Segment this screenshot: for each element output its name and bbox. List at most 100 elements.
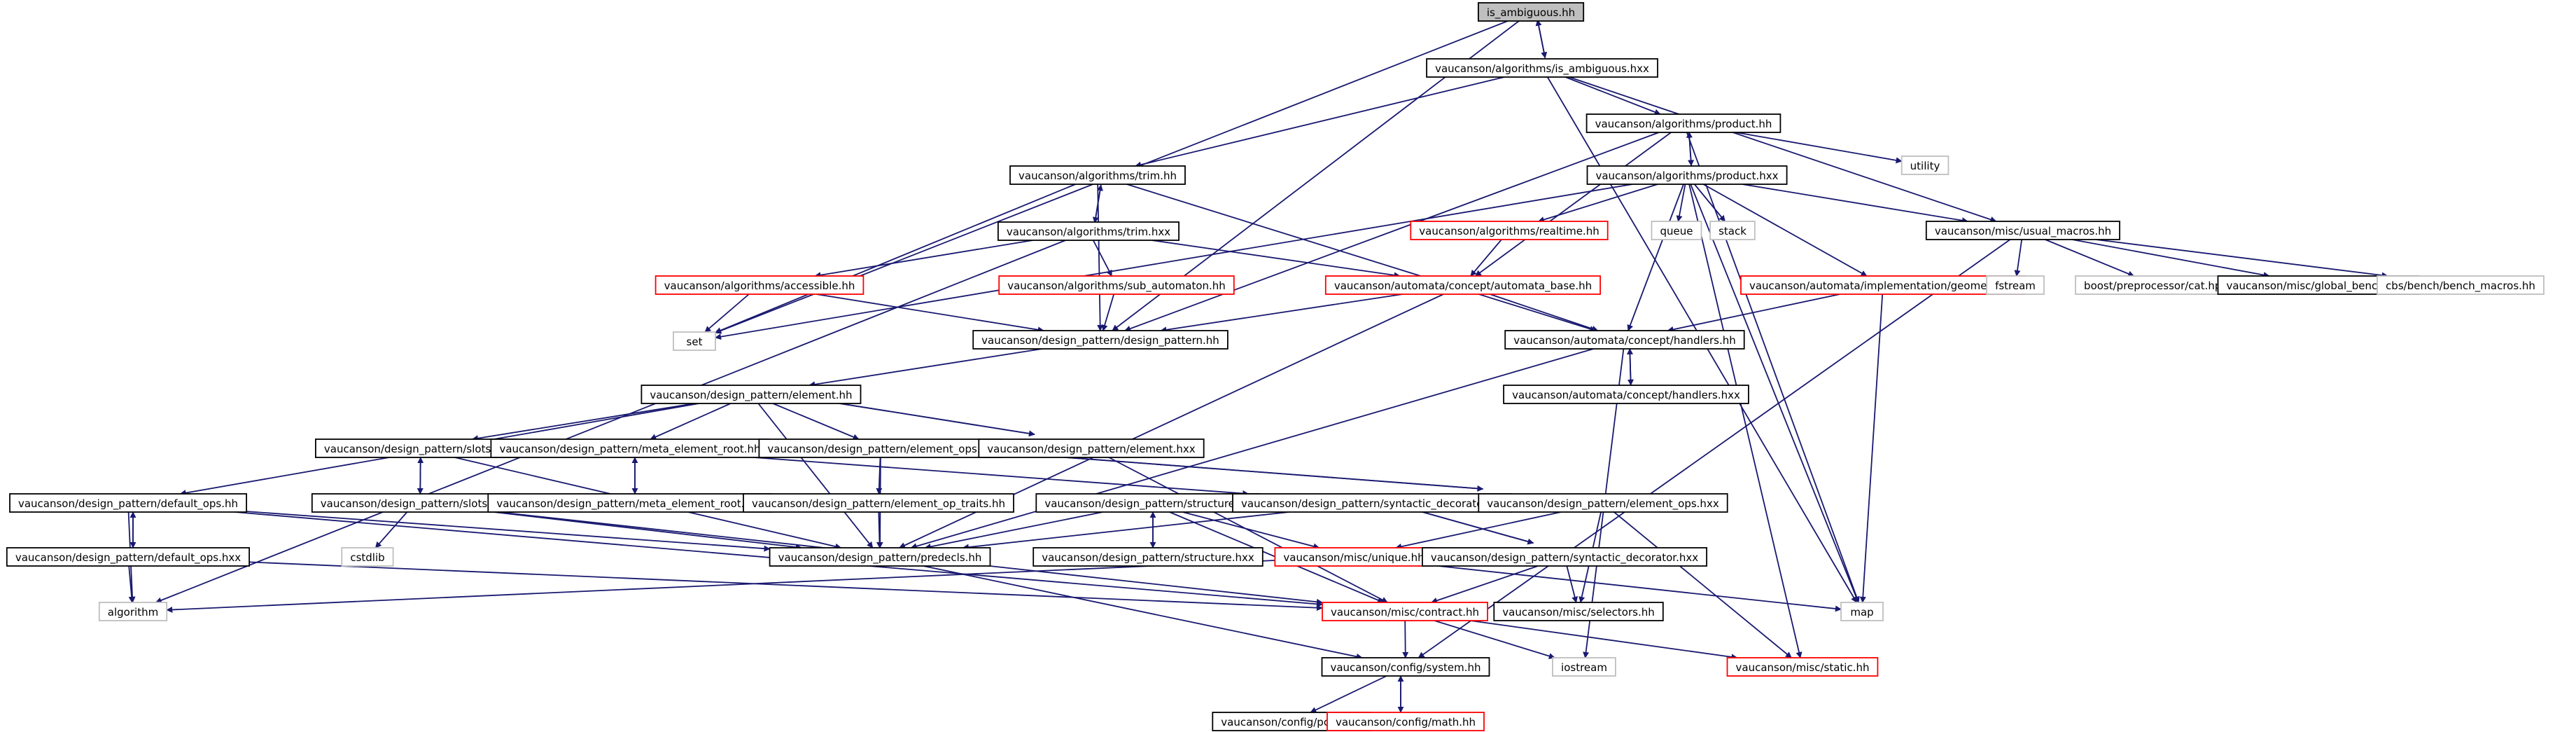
node-box-product_hh[interactable] bbox=[1586, 113, 1782, 133]
node-handlers_hxx[interactable]: vaucanson/automata/concept/handlers.hxx bbox=[1503, 385, 1749, 404]
node-box-handlers_hxx[interactable] bbox=[1503, 385, 1749, 404]
node-meta_root_hxx[interactable]: vaucanson/design_pattern/meta_element_ro… bbox=[487, 493, 773, 513]
node-trim_hxx[interactable]: vaucanson/algorithms/trim.hxx bbox=[997, 221, 1180, 241]
node-syn_dec_hh[interactable]: vaucanson/design_pattern/syntactic_decor… bbox=[1232, 493, 1512, 513]
node-element_hxx[interactable]: vaucanson/design_pattern/element.hxx bbox=[978, 438, 1205, 458]
node-box-slots_hxx[interactable] bbox=[311, 493, 519, 513]
node-box-op_traits[interactable] bbox=[743, 493, 1014, 513]
node-box-contract[interactable] bbox=[1322, 602, 1489, 621]
node-structure_hh[interactable]: vaucanson/design_pattern/structure.hh bbox=[1035, 493, 1261, 513]
node-box-element_hh[interactable] bbox=[640, 385, 862, 404]
edge-product_hxx-to-map bbox=[1690, 184, 1859, 603]
node-label-contract: vaucanson/misc/contract.hh bbox=[1331, 606, 1479, 619]
node-accessible[interactable]: vaucanson/algorithms/accessible.hh bbox=[654, 275, 864, 295]
node-box-element_hxx[interactable] bbox=[978, 438, 1205, 458]
node-box-accessible[interactable] bbox=[654, 275, 864, 295]
node-box-stack[interactable] bbox=[1709, 221, 1756, 240]
node-box-utility[interactable] bbox=[1900, 156, 1949, 175]
node-automata_base[interactable]: vaucanson/automata/concept/automata_base… bbox=[1324, 275, 1602, 295]
node-algorithm[interactable]: algorithm bbox=[98, 602, 168, 621]
node-box-map[interactable] bbox=[1840, 602, 1884, 621]
node-box-math[interactable] bbox=[1326, 712, 1485, 731]
node-product_hxx[interactable]: vaucanson/algorithms/product.hxx bbox=[1586, 165, 1788, 185]
node-utility[interactable]: utility bbox=[1900, 156, 1949, 175]
node-is_amb_hxx[interactable]: vaucanson/algorithms/is_ambiguous.hxx bbox=[1426, 58, 1658, 78]
node-usual_macros[interactable]: vaucanson/misc/usual_macros.hh bbox=[1925, 221, 2121, 240]
node-static[interactable]: vaucanson/misc/static.hh bbox=[1726, 657, 1879, 677]
node-box-meta_root_hxx[interactable] bbox=[487, 493, 773, 513]
node-box-predecls[interactable] bbox=[769, 547, 991, 567]
node-box-is_amb_hxx[interactable] bbox=[1426, 58, 1658, 78]
node-boost_cat[interactable]: boost/preprocessor/cat.hpp bbox=[2075, 275, 2237, 295]
node-box-static[interactable] bbox=[1726, 657, 1879, 677]
node-default_ops_hxx[interactable]: vaucanson/design_pattern/default_ops.hxx bbox=[6, 547, 250, 567]
node-fstream[interactable]: fstream bbox=[1986, 275, 2045, 295]
node-design_pattern_hh[interactable]: vaucanson/design_pattern/design_pattern.… bbox=[972, 330, 1228, 350]
node-box-automata_base[interactable] bbox=[1324, 275, 1602, 295]
node-box-product_hxx[interactable] bbox=[1586, 165, 1788, 185]
node-box-default_ops_hxx[interactable] bbox=[6, 547, 250, 567]
node-box-meta_root_hh[interactable] bbox=[490, 438, 770, 458]
node-box-unique[interactable] bbox=[1274, 547, 1434, 567]
node-unique[interactable]: vaucanson/misc/unique.hh bbox=[1274, 547, 1434, 567]
node-selectors[interactable]: vaucanson/misc/selectors.hh bbox=[1493, 602, 1664, 621]
node-box-handlers_hh[interactable] bbox=[1504, 330, 1745, 350]
node-box-trim_hh[interactable] bbox=[1009, 165, 1186, 185]
node-box-trim_hxx[interactable] bbox=[997, 221, 1180, 241]
node-queue[interactable]: queue bbox=[1651, 221, 1702, 240]
node-meta_root_hh[interactable]: vaucanson/design_pattern/meta_element_ro… bbox=[490, 438, 770, 458]
node-predecls[interactable]: vaucanson/design_pattern/predecls.hh bbox=[769, 547, 991, 567]
node-label-slots_hh: vaucanson/design_pattern/slots.hh bbox=[324, 443, 507, 456]
node-sub_automaton[interactable]: vaucanson/algorithms/sub_automaton.hh bbox=[998, 275, 1235, 295]
node-contract[interactable]: vaucanson/misc/contract.hh bbox=[1322, 602, 1489, 621]
node-cstdlib[interactable]: cstdlib bbox=[341, 547, 394, 567]
node-box-system[interactable] bbox=[1321, 657, 1490, 677]
node-realtime[interactable]: vaucanson/algorithms/realtime.hh bbox=[1410, 221, 1609, 240]
node-box-geometry[interactable] bbox=[1740, 275, 2026, 295]
node-slots_hxx[interactable]: vaucanson/design_pattern/slots.hxx bbox=[311, 493, 519, 513]
node-product_hh[interactable]: vaucanson/algorithms/product.hh bbox=[1586, 113, 1782, 133]
node-box-selectors[interactable] bbox=[1493, 602, 1664, 621]
node-element_ops_hh[interactable]: vaucanson/design_pattern/element_ops.hh bbox=[758, 438, 1003, 458]
node-box-iostream[interactable] bbox=[1552, 657, 1616, 677]
node-box-algorithm[interactable] bbox=[98, 602, 168, 621]
node-box-queue[interactable] bbox=[1651, 221, 1702, 240]
node-box-design_pattern_hh[interactable] bbox=[972, 330, 1228, 350]
node-handlers_hh[interactable]: vaucanson/automata/concept/handlers.hh bbox=[1504, 330, 1745, 350]
node-box-usual_macros[interactable] bbox=[1925, 221, 2121, 240]
node-cbs_macros[interactable]: cbs/bench/bench_macros.hh bbox=[2376, 275, 2544, 295]
node-box-structure_hxx[interactable] bbox=[1032, 547, 1264, 567]
edge-op_traits-to-predecls bbox=[876, 511, 883, 548]
edge-accessible-to-set bbox=[704, 294, 750, 333]
node-box-realtime[interactable] bbox=[1410, 221, 1609, 240]
node-set[interactable]: set bbox=[673, 331, 716, 351]
node-iostream[interactable]: iostream bbox=[1552, 657, 1616, 677]
node-box-cbs_macros[interactable] bbox=[2376, 275, 2544, 295]
node-box-sub_automaton[interactable] bbox=[998, 275, 1235, 295]
node-structure_hxx[interactable]: vaucanson/design_pattern/structure.hxx bbox=[1032, 547, 1264, 567]
node-element_hh[interactable]: vaucanson/design_pattern/element.hh bbox=[640, 385, 862, 404]
node-box-is_amb_hh[interactable] bbox=[1477, 2, 1585, 22]
node-box-element_ops_hh[interactable] bbox=[758, 438, 1003, 458]
node-is_amb_hh[interactable]: is_ambiguous.hh bbox=[1477, 2, 1585, 22]
node-box-set[interactable] bbox=[673, 331, 716, 351]
node-box-element_ops_hxx[interactable] bbox=[1478, 493, 1728, 513]
node-map[interactable]: map bbox=[1840, 602, 1884, 621]
node-default_ops_hh[interactable]: vaucanson/design_pattern/default_ops.hh bbox=[9, 493, 248, 513]
node-op_traits[interactable]: vaucanson/design_pattern/element_op_trai… bbox=[743, 493, 1014, 513]
node-geometry[interactable]: vaucanson/automata/implementation/geomet… bbox=[1740, 275, 2026, 295]
node-box-cstdlib[interactable] bbox=[341, 547, 394, 567]
node-slots_hh[interactable]: vaucanson/design_pattern/slots.hh bbox=[314, 438, 517, 458]
node-box-syn_dec_hxx[interactable] bbox=[1422, 547, 1708, 567]
node-stack[interactable]: stack bbox=[1709, 221, 1756, 240]
node-trim_hh[interactable]: vaucanson/algorithms/trim.hh bbox=[1009, 165, 1186, 185]
node-element_ops_hxx[interactable]: vaucanson/design_pattern/element_ops.hxx bbox=[1478, 493, 1728, 513]
node-box-default_ops_hh[interactable] bbox=[9, 493, 248, 513]
node-math[interactable]: vaucanson/config/math.hh bbox=[1326, 712, 1485, 731]
node-box-fstream[interactable] bbox=[1986, 275, 2045, 295]
node-box-syn_dec_hh[interactable] bbox=[1232, 493, 1512, 513]
node-label-geometry: vaucanson/automata/implementation/geomet… bbox=[1749, 279, 2017, 292]
node-syn_dec_hxx[interactable]: vaucanson/design_pattern/syntactic_decor… bbox=[1422, 547, 1708, 567]
node-system[interactable]: vaucanson/config/system.hh bbox=[1321, 657, 1490, 677]
node-box-structure_hh[interactable] bbox=[1035, 493, 1261, 513]
